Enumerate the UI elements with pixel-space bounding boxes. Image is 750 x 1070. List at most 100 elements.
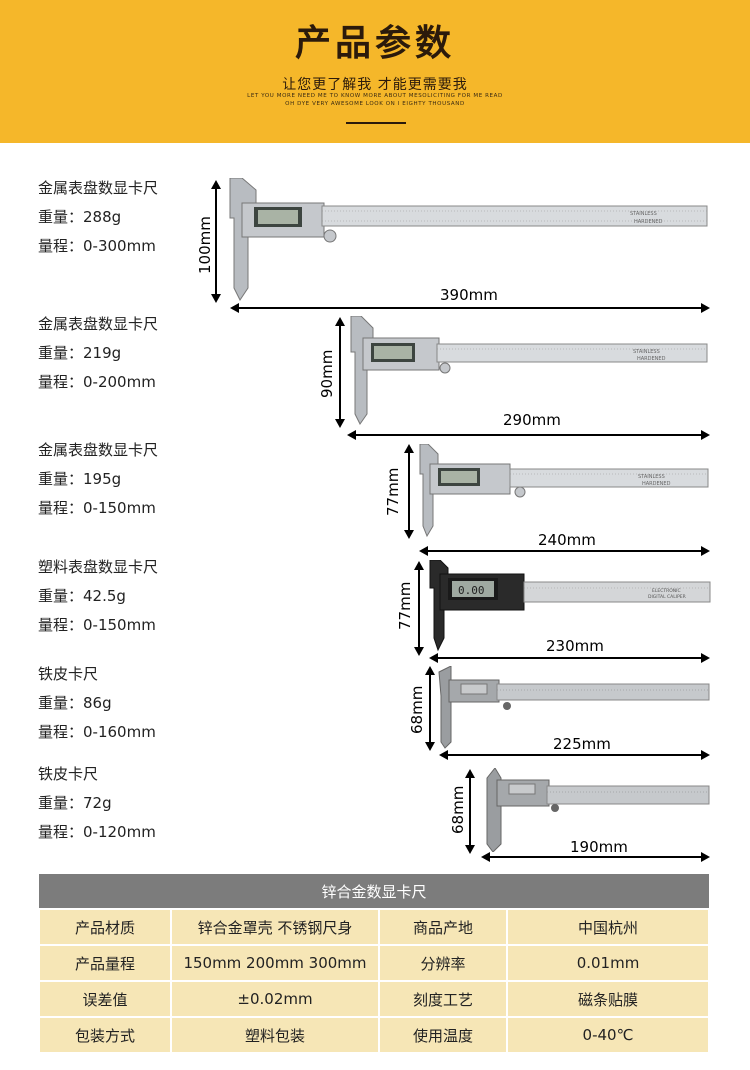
table-cell: 使用温度 [378, 1016, 508, 1054]
length-dimension-line-6 [489, 856, 702, 858]
ruler-digital-label: DIGITAL CALIPER [648, 594, 686, 600]
length-dimension-line-3 [427, 550, 702, 552]
product-name: 铁皮卡尺 [38, 665, 99, 683]
arrow-up-icon [414, 561, 424, 570]
height-label-2: 90mm [318, 349, 336, 398]
arrow-down-icon [425, 742, 435, 751]
product-weight: 重量：72g [38, 794, 112, 812]
product-weight: 重量：288g [38, 208, 122, 226]
length-dimension-line-4 [437, 657, 702, 659]
table-row: 误差值 ±0.02mm 刻度工艺 磁条贴膜 [38, 980, 710, 1018]
table-header-row: 锌合金数显卡尺 [39, 874, 709, 909]
product-spec-4: 塑料表盘数显卡尺 重量：42.5g 量程：0-150mm [38, 553, 158, 640]
table-cell: ±0.02mm [170, 980, 380, 1018]
arrow-up-icon [335, 317, 345, 326]
table-title: 锌合金数显卡尺 [39, 874, 709, 909]
table-cell: 商品产地 [378, 908, 508, 946]
tagline-line-1: LET YOU MORE NEED ME TO KNOW MORE ABOUT … [247, 93, 503, 99]
tagline-line-2: OH DYE VERY AWESOME LOOK ON I EIGHTY THO… [285, 101, 465, 107]
arrow-right-icon [701, 653, 710, 663]
arrow-up-icon [425, 666, 435, 675]
table-cell: 刻度工艺 [378, 980, 508, 1018]
product-spec-5: 铁皮卡尺 重量：86g 量程：0-160mm [38, 660, 156, 747]
product-name: 金属表盘数显卡尺 [38, 315, 159, 333]
arrow-left-icon [481, 852, 490, 862]
parameter-table: 锌合金数显卡尺 产品材质 锌合金罩壳 不锈钢尺身 商品产地 中国杭州 产品量程 … [38, 874, 710, 1054]
caliper-image-4: 0.00 ELECTRONIC DIGITAL CALIPER [429, 560, 711, 652]
table-cell: 误差值 [38, 980, 172, 1018]
table-cell: 塑料包装 [170, 1016, 380, 1054]
ruler-stainless-label: STAINLESS [630, 211, 657, 217]
arrow-right-icon [701, 750, 710, 760]
product-weight: 重量：195g [38, 470, 122, 488]
length-label-2: 290mm [503, 411, 561, 429]
product-range: 量程：0-160mm [38, 723, 156, 741]
product-spec-3: 金属表盘数显卡尺 重量：195g 量程：0-150mm [38, 436, 158, 523]
arrow-left-icon [439, 750, 448, 760]
table-cell: 0.01mm [506, 944, 710, 982]
length-label-4: 230mm [546, 637, 604, 655]
table-cell: 包装方式 [38, 1016, 172, 1054]
arrow-left-icon [230, 303, 239, 313]
product-range: 量程：0-200mm [38, 373, 156, 391]
length-label-6: 190mm [570, 838, 628, 856]
arrow-up-icon [404, 444, 414, 453]
height-dimension-line-2 [339, 325, 341, 421]
product-weight: 重量：86g [38, 694, 112, 712]
caliper-image-6 [486, 768, 710, 852]
table-cell: 磁条贴膜 [506, 980, 710, 1018]
ruler-hardened-label: HARDENED [634, 219, 663, 225]
product-spec-2: 金属表盘数显卡尺 重量：219g 量程：0-200mm [38, 310, 158, 397]
table-cell: 产品材质 [38, 908, 172, 946]
ruler-hardened-label: HARDENED [642, 481, 671, 487]
product-spec-6: 铁皮卡尺 重量：72g 量程：0-120mm [38, 760, 156, 847]
height-label-5: 68mm [408, 685, 426, 734]
length-label-1: 390mm [440, 286, 498, 304]
arrow-left-icon [429, 653, 438, 663]
ruler-electronic-label: ELECTRONIC [652, 588, 681, 594]
arrow-right-icon [701, 303, 710, 313]
height-label-6: 68mm [449, 785, 467, 834]
table-cell: 中国杭州 [506, 908, 710, 946]
length-dimension-line-5 [447, 754, 702, 756]
header-banner: 产品参数 让您更了解我 才能更需要我 LET YOU MORE NEED ME … [0, 0, 750, 143]
table-cell: 产品量程 [38, 944, 172, 982]
length-label-3: 240mm [538, 531, 596, 549]
caliper-image-1: STAINLESS HARDENED [229, 178, 708, 301]
table-row: 包装方式 塑料包装 使用温度 0-40℃ [38, 1016, 710, 1054]
length-dimension-line-1 [238, 307, 702, 309]
length-dimension-line-2 [355, 434, 702, 436]
length-label-5: 225mm [553, 735, 611, 753]
arrow-down-icon [465, 845, 475, 854]
product-weight: 重量：219g [38, 344, 122, 362]
product-name: 塑料表盘数显卡尺 [38, 558, 159, 576]
table-cell: 150mm 200mm 300mm [170, 944, 380, 982]
arrow-right-icon [701, 430, 710, 440]
product-name: 铁皮卡尺 [38, 765, 99, 783]
height-label-1: 100mm [196, 216, 214, 274]
arrow-down-icon [211, 294, 221, 303]
table-cell: 0-40℃ [506, 1016, 710, 1054]
header-divider [346, 122, 406, 124]
arrow-up-icon [465, 769, 475, 778]
table-row: 产品量程 150mm 200mm 300mm 分辨率 0.01mm [38, 944, 710, 982]
caliper-image-5 [438, 666, 710, 749]
height-dimension-line-4 [418, 569, 420, 649]
caliper-image-3: STAINLESS HARDENED [419, 444, 709, 538]
arrow-up-icon [211, 180, 221, 189]
ruler-stainless-label: STAINLESS [633, 349, 660, 355]
arrow-left-icon [419, 546, 428, 556]
product-range: 量程：0-150mm [38, 616, 156, 634]
ruler-hardened-label: HARDENED [637, 356, 666, 362]
page-title: 产品参数 [294, 23, 455, 64]
product-spec-1: 金属表盘数显卡尺 重量：288g 量程：0-300mm [38, 174, 158, 261]
arrow-right-icon [701, 852, 710, 862]
arrow-right-icon [701, 546, 710, 556]
product-name: 金属表盘数显卡尺 [38, 179, 159, 197]
table-cell: 锌合金罩壳 不锈钢尺身 [170, 908, 380, 946]
product-range: 量程：0-120mm [38, 823, 156, 841]
caliper-reading: 0.00 [458, 584, 485, 597]
height-dimension-line-6 [469, 777, 471, 847]
arrow-down-icon [414, 647, 424, 656]
height-dimension-line-3 [408, 452, 410, 532]
